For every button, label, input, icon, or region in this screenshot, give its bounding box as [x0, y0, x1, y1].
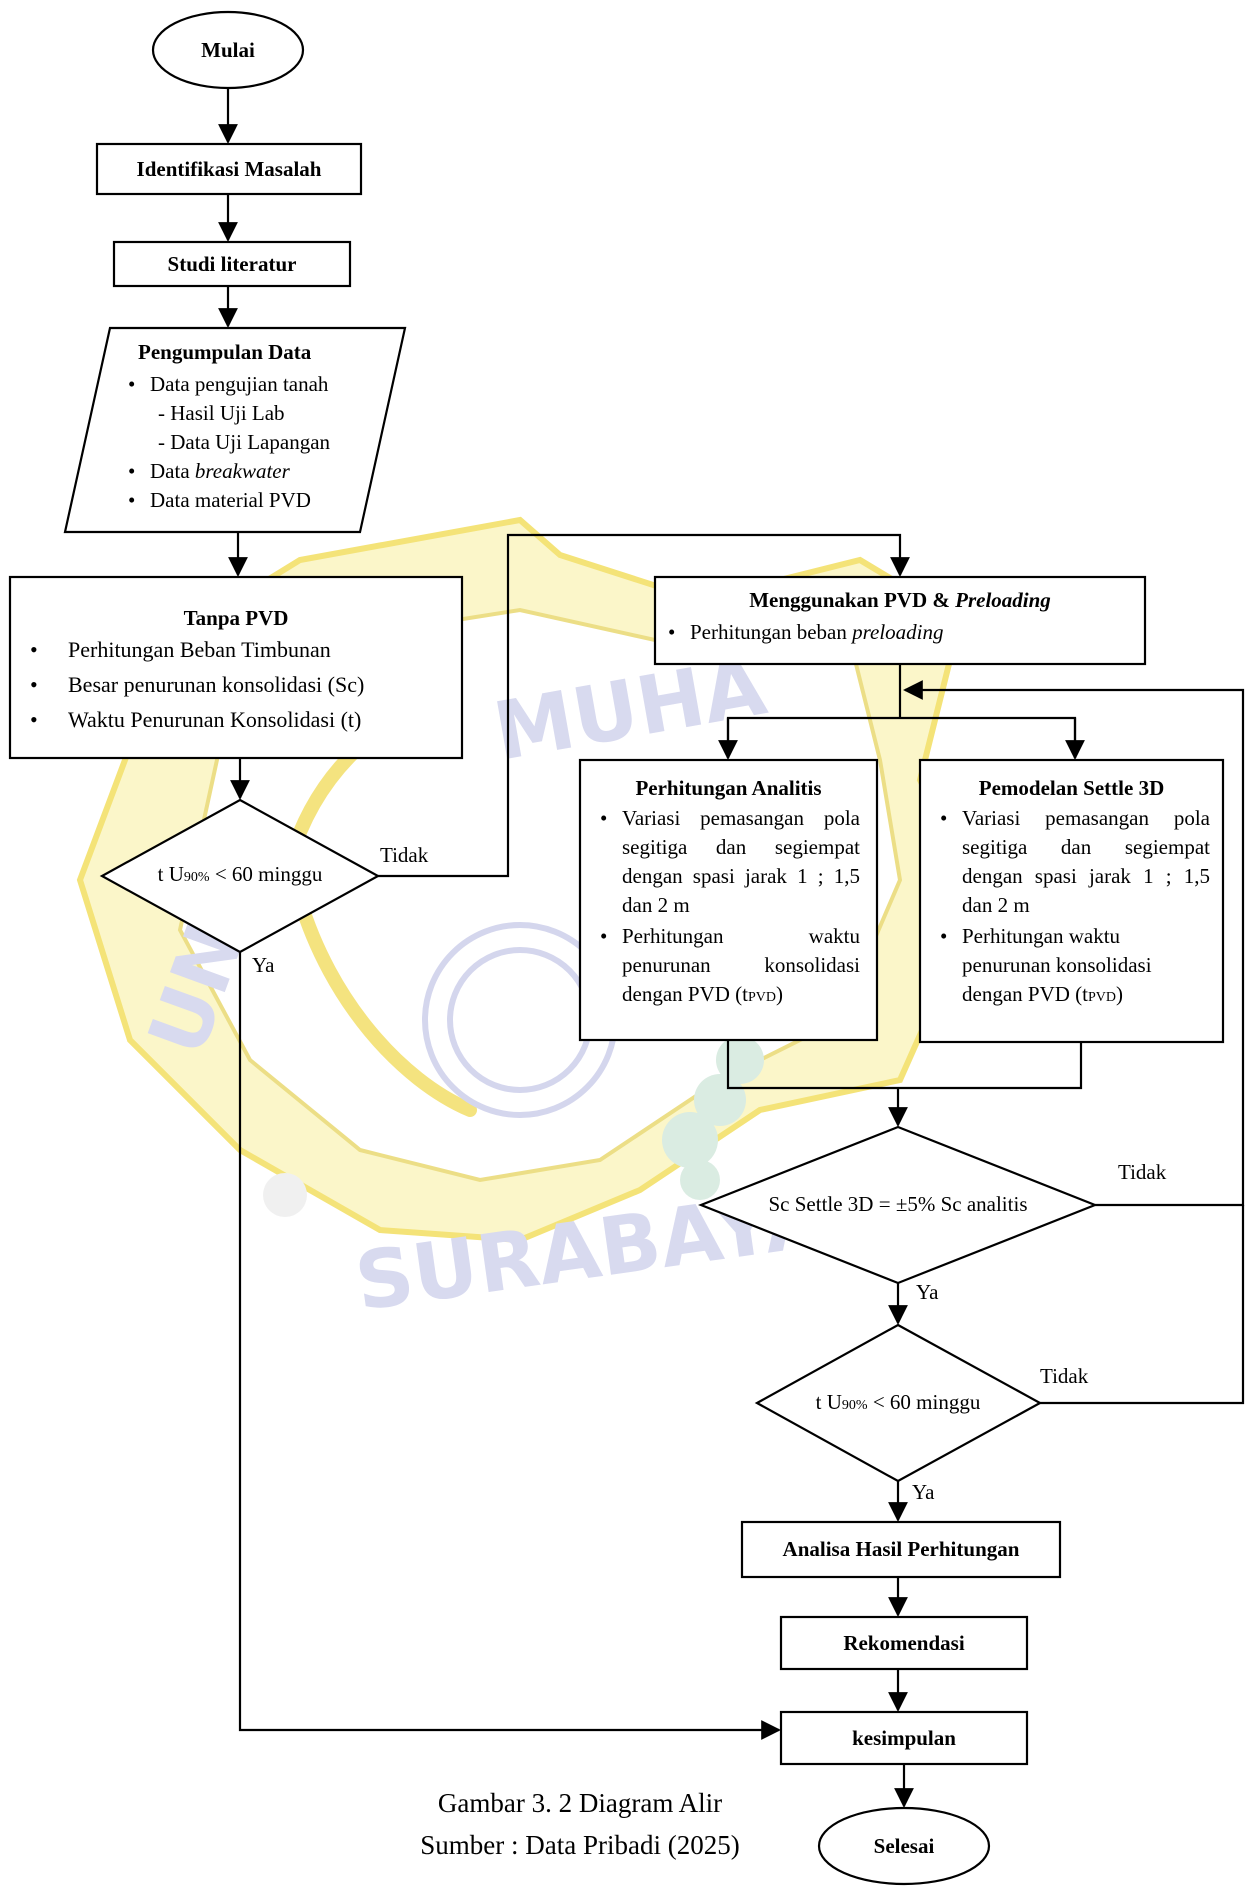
- end-terminal-shape: [817, 1806, 991, 1886]
- pengumpulan-list: •Data pengujian tanah - Hasil Uji Lab - …: [122, 370, 392, 515]
- decision2-label: Sc Settle 3D = ±5% Sc analitis: [768, 1192, 1028, 1216]
- analitis-title: Perhitungan Analitis: [635, 776, 822, 800]
- pengumpulan-sub2: - Data Uji Lapangan: [158, 430, 331, 454]
- analisa-box: [740, 1520, 1062, 1579]
- tanpa-pvd-list: •Perhitungan Beban Timbunan •Besar penur…: [30, 637, 365, 732]
- edge-decision1-tidak: [378, 533, 910, 878]
- pvd-preloading-box: [653, 575, 1147, 666]
- kesimpulan-label: kesimpulan: [852, 1726, 956, 1750]
- figure-source: Sumber : Data Pribadi (2025): [420, 1830, 740, 1860]
- identifikasi-box: [95, 142, 363, 196]
- tanpa-pvd-item: Besar penurunan konsolidasi (Sc): [68, 672, 365, 697]
- settle3d-list: •Variasi pemasangan pola segitiga dan se…: [940, 806, 1210, 1006]
- pengumpulan-item2-italic: breakwater: [194, 459, 290, 483]
- tanpa-pvd-item: Waktu Penurunan Konsolidasi (t): [68, 707, 362, 732]
- settle3d-item1: Variasi pemasangan pola segitiga dan seg…: [962, 806, 1210, 917]
- decision3-ya-label: Ya: [912, 1480, 935, 1504]
- settle3d-box: [918, 758, 1225, 1044]
- studi-label: Studi literatur: [167, 252, 297, 276]
- analitis-box: [578, 758, 879, 1042]
- decision1-label: t U90% < 60 minggu: [157, 862, 323, 886]
- settle3d-item2: Perhitungan waktu penurunan konsolidasi …: [962, 924, 1152, 1006]
- pvd-preloading-title: Menggunakan PVD & Preloading: [749, 588, 1051, 612]
- pengumpulan-item2-prefix: Data: [150, 459, 195, 483]
- figure-caption: Gambar 3. 2 Diagram Alir: [437, 1788, 723, 1818]
- settle3d-title: Pemodelan Settle 3D: [978, 776, 1165, 800]
- decision2-ya-label: Ya: [916, 1280, 939, 1304]
- rekomendasi-label: Rekomendasi: [843, 1631, 965, 1655]
- analitis-list: •Variasi pemasangan pola segitiga dan se…: [600, 806, 860, 1006]
- identifikasi-label: Identifikasi Masalah: [136, 157, 322, 181]
- start-label: Mulai: [201, 38, 255, 62]
- end-label: Selesai: [873, 1834, 935, 1858]
- edge-merge: [726, 1040, 1083, 1090]
- decision1-tidak-label: Tidak: [380, 843, 429, 867]
- decision3-tidak-label: Tidak: [1040, 1364, 1089, 1388]
- pengumpulan-item3: Data material PVD: [150, 488, 311, 512]
- studi-box: [112, 240, 352, 288]
- pengumpulan-data-parallelogram: [63, 326, 407, 534]
- analisa-label: Analisa Hasil Perhitungan: [782, 1537, 1020, 1561]
- analitis-item1: Variasi pemasangan pola segitiga dan seg…: [622, 806, 860, 917]
- pengumpulan-title: Pengumpulan Data: [138, 340, 312, 364]
- edge-decision2-tidak: [903, 680, 1245, 1207]
- rekomendasi-box: [779, 1615, 1029, 1671]
- tanpa-pvd-title: Tanpa PVD: [183, 606, 289, 630]
- pvd-preloading-list: •Perhitungan beban preloading: [668, 620, 944, 644]
- decision1-ya-label: Ya: [252, 953, 275, 977]
- edge-decision1-ya: [238, 952, 781, 1740]
- tanpa-pvd-box: [8, 575, 464, 760]
- decision2-tidak-label: Tidak: [1118, 1160, 1167, 1184]
- decision3-label: t U90% < 60 minggu: [815, 1390, 981, 1414]
- tanpa-pvd-item: Perhitungan Beban Timbunan: [68, 637, 331, 662]
- pengumpulan-item1: Data pengujian tanah: [150, 372, 329, 396]
- pengumpulan-sub1: - Hasil Uji Lab: [158, 401, 285, 425]
- edge-decision3-tidak: [1040, 1205, 1245, 1405]
- analitis-item2: Perhitungan waktu penurunan konsolidasi …: [622, 924, 860, 1006]
